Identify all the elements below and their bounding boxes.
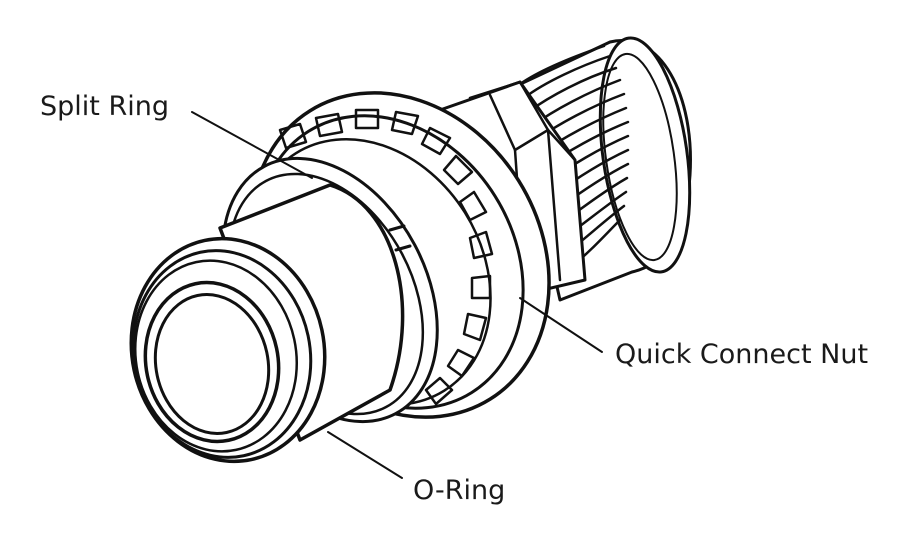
nut-ribs <box>278 108 494 406</box>
leader-split-ring <box>191 111 313 179</box>
label-o-ring: O-Ring <box>413 475 506 506</box>
leader-o-ring <box>327 431 403 479</box>
label-split-ring: Split Ring <box>40 91 169 122</box>
label-quick-connect-nut: Quick Connect Nut <box>615 339 869 370</box>
leader-quick-connect-nut <box>519 297 603 353</box>
front-lip <box>129 236 327 464</box>
leader-lines <box>191 111 603 479</box>
